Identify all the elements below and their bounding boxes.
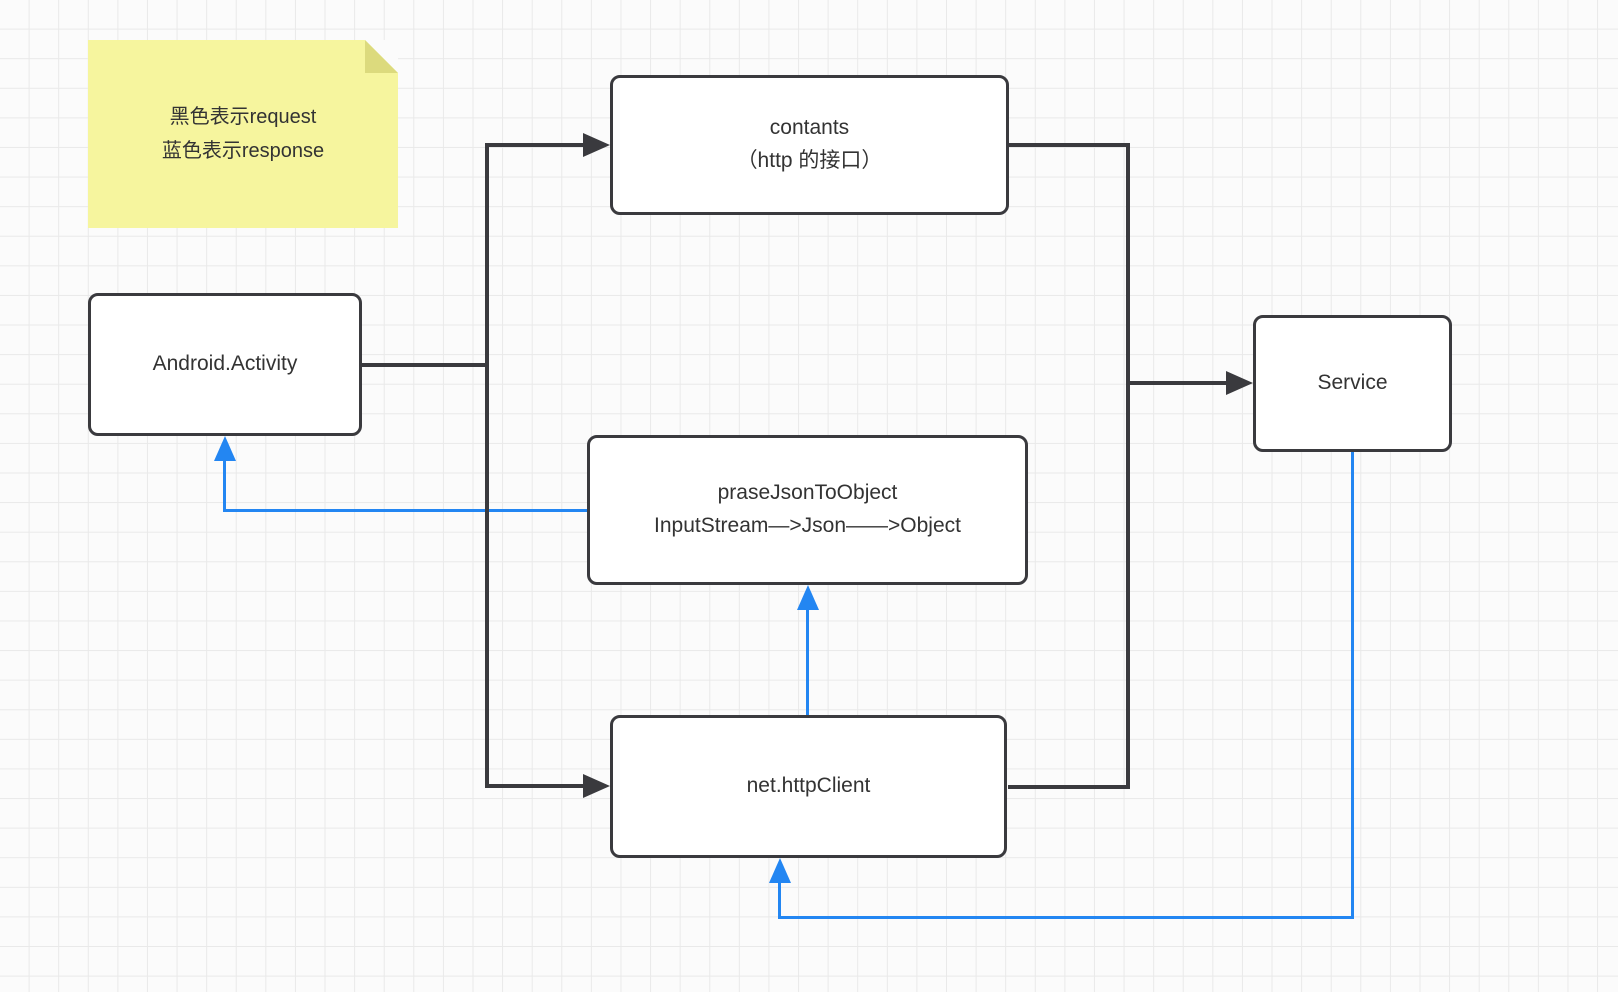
legend-line-request: 黑色表示request [169, 105, 317, 128]
node-sublabel: （http 的接口） [736, 149, 883, 172]
legend-line-response: 蓝色表示response [161, 140, 325, 162]
response-edge-service-bottom-horizontal[interactable] [778, 916, 1354, 919]
node-android-activity[interactable]: Android.Activity [88, 293, 362, 436]
request-arrowhead-into-service-icon[interactable] [1226, 371, 1253, 395]
sticky-note[interactable]: 黑色表示request 蓝色表示response [88, 40, 398, 228]
request-edge-httpclient-out[interactable] [1008, 785, 1130, 789]
response-arrowhead-into-httpclient-icon[interactable] [769, 858, 791, 883]
node-label: Service [1317, 371, 1388, 395]
request-edge-activity-out[interactable] [362, 363, 489, 367]
request-edge-to-service[interactable] [1126, 381, 1227, 385]
response-edge-service-down[interactable] [1351, 452, 1354, 919]
node-label: praseJsonToObject [717, 481, 898, 505]
response-edge-service-to-httpclient-vertical[interactable] [778, 881, 781, 919]
request-edge-left-trunk[interactable] [485, 143, 489, 788]
response-edge-parse-to-activity-vertical[interactable] [223, 458, 226, 512]
response-arrowhead-into-parse-icon[interactable] [797, 585, 819, 610]
request-edge-to-contants[interactable] [485, 143, 586, 147]
node-prase-json-to-object[interactable]: praseJsonToObject InputStream—>Json——>Ob… [587, 435, 1028, 585]
request-edge-contants-out[interactable] [1009, 143, 1130, 147]
node-net-httpclient[interactable]: net.httpClient [610, 715, 1007, 858]
request-arrowhead-into-httpclient-icon[interactable] [583, 774, 610, 798]
request-edge-to-httpclient[interactable] [485, 784, 586, 788]
node-contants[interactable]: contants （http 的接口） [610, 75, 1009, 215]
response-arrowhead-into-activity-icon[interactable] [214, 436, 236, 461]
response-edge-httpclient-to-parse[interactable] [806, 608, 809, 717]
request-edge-right-trunk[interactable] [1126, 143, 1130, 789]
node-label: contants [769, 116, 850, 140]
request-arrowhead-into-contants-icon[interactable] [583, 133, 610, 157]
node-label: Android.Activity [152, 352, 298, 376]
node-label: net.httpClient [746, 774, 871, 798]
node-service[interactable]: Service [1253, 315, 1452, 452]
response-edge-parse-to-activity-horizontal[interactable] [223, 509, 587, 512]
node-sublabel: InputStream—>Json——>Object [654, 514, 961, 537]
